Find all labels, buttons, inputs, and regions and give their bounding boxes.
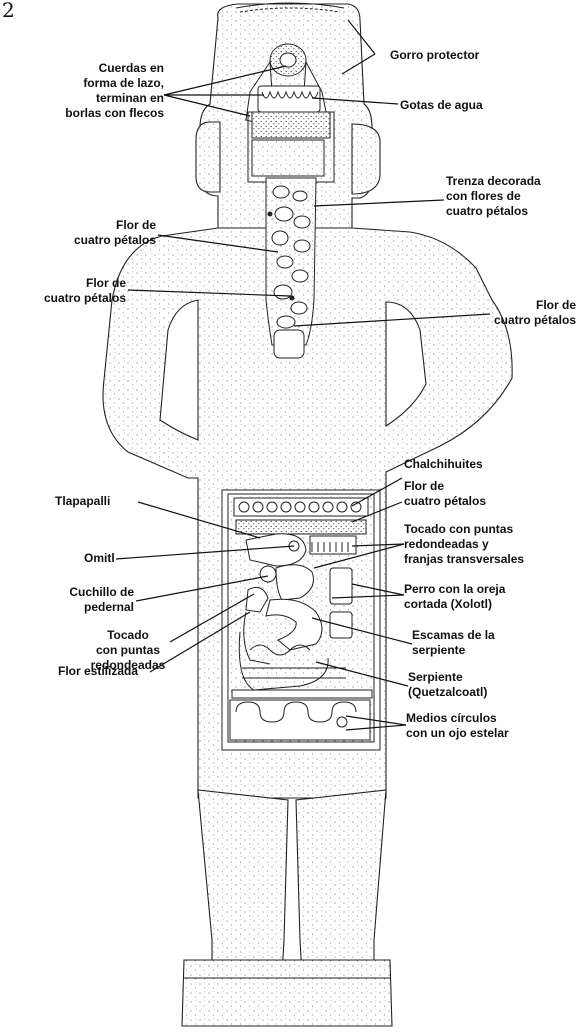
label-trenza: Trenza decorada con flores de cuatro pét…: [446, 174, 541, 219]
label-medios-circulos: Medios círculos con un ojo estelar: [406, 711, 509, 741]
label-gorro-protector: Gorro protector: [390, 48, 479, 63]
label-omitl: Omitl: [84, 551, 115, 566]
label-flor-2: Flor de cuatro pétalos: [20, 276, 126, 306]
label-serpiente: Serpiente (Quetzalcoatl): [408, 670, 487, 700]
label-tlapapalli: Tlapapalli: [55, 494, 110, 509]
label-cuerdas: Cuerdas en forma de lazo, terminan en bo…: [58, 61, 164, 121]
label-flor-3: Flor de cuatro pétalos: [468, 298, 576, 328]
braid: [266, 178, 316, 358]
label-flor-4: Flor de cuatro pétalos: [404, 479, 486, 509]
label-flor-estilizada: Flor estilizada: [58, 664, 138, 679]
label-perro: Perro con la oreja cortada (Xolotl): [404, 582, 505, 612]
label-chalchihuites: Chalchihuites: [404, 457, 483, 472]
label-cuchillo: Cuchillo de pedernal: [20, 585, 134, 615]
glyph-panel: [222, 490, 380, 750]
label-escamas: Escamas de la serpiente: [412, 628, 495, 658]
label-tocado-puntas-franjas: Tocado con puntas redondeadas y franjas …: [404, 522, 524, 567]
label-flor-1: Flor de cuatro pétalos: [48, 218, 156, 248]
label-gotas-de-agua: Gotas de agua: [400, 98, 483, 113]
figure-number: 2: [2, 0, 15, 20]
